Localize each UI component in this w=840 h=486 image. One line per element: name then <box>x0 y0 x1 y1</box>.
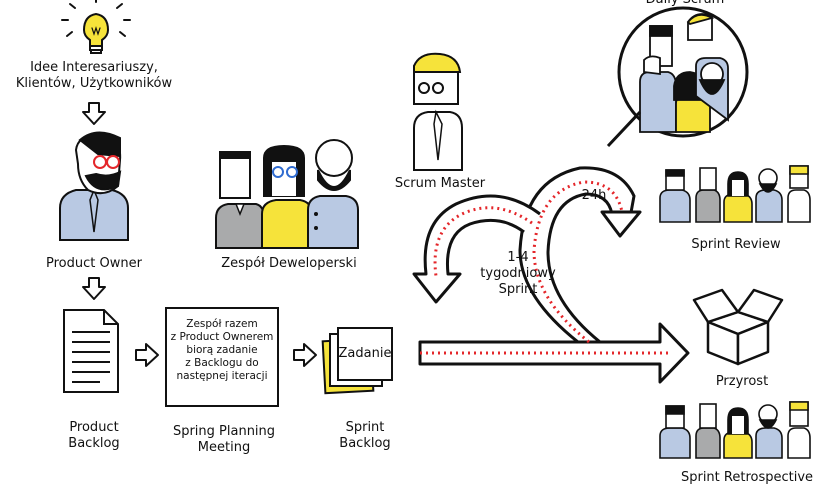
box-icon <box>692 288 784 366</box>
dev-team-label: Zespół Deweloperski <box>221 256 357 271</box>
ideas-line2: Klientów, Użytkowników <box>15 76 173 91</box>
sprint-length-line3: Sprint <box>498 282 538 297</box>
24h-label: 24h <box>581 188 607 203</box>
task-card-stack <box>321 327 393 395</box>
planning-line2: z Product Ownerem <box>170 331 274 343</box>
planning-meeting-label: Spring Planning Meeting <box>162 424 286 456</box>
sprint-length-label: 1-4 tygodniowy Sprint <box>462 250 574 298</box>
sprint-backlog-line1: Sprint <box>345 420 385 435</box>
planning-box-text: Zespół razem z Product Ownerem biorą zad… <box>168 318 276 383</box>
sprint-length-line2: tygodniowy <box>480 266 556 281</box>
scrum-master-label: Scrum Master <box>394 176 486 191</box>
arrow-down-icon <box>82 277 106 300</box>
product-backlog-line2: Backlog <box>68 436 120 451</box>
product-backlog-label: Product Backlog <box>44 420 144 452</box>
planning-line5: następnej iteracji <box>176 370 268 382</box>
sprint-review-group <box>659 165 811 223</box>
arrow-down-icon <box>82 102 106 125</box>
scrum-master-figure <box>413 52 463 171</box>
planning-line4: z Backlogu do <box>185 357 259 369</box>
sprint-backlog-label: Sprint Backlog <box>320 420 410 452</box>
task-card-label: Zadanie <box>338 346 392 361</box>
planning-meeting-line2: Meeting <box>197 440 251 455</box>
daily-scrum-group <box>639 13 729 133</box>
developer-figure <box>307 139 359 249</box>
planning-line3: biorą zadanie <box>186 344 258 356</box>
product-owner-label: Product Owner <box>46 256 142 271</box>
product-owner-figure <box>59 131 129 241</box>
planning-meeting-line1: Spring Planning <box>172 424 276 439</box>
sprint-loop-arrow <box>412 166 690 384</box>
planning-line1: Zespół razem <box>186 318 258 330</box>
ideas-line1: Idee Interesariuszy, <box>30 60 158 75</box>
connector-line <box>606 110 642 148</box>
increment-label: Przyrost <box>715 374 769 389</box>
sprint-retrospective-group <box>659 401 811 459</box>
planning-box <box>165 307 279 407</box>
lightbulb-icon <box>61 0 131 54</box>
sprint-review-label: Sprint Review <box>691 237 781 252</box>
product-backlog-line1: Product <box>69 420 119 435</box>
sprint-length-line1: 1-4 <box>507 250 529 265</box>
developer-figure <box>261 144 313 249</box>
document-icon <box>63 309 119 393</box>
daily-scrum-label: Daily Scrum <box>640 0 730 8</box>
arrow-right-icon <box>135 343 159 367</box>
arrow-right-icon <box>293 343 317 367</box>
ideas-label: Idee Interesariuszy, Klientów, Użytkowni… <box>0 60 188 92</box>
developer-figure <box>215 151 265 249</box>
sprint-backlog-line2: Backlog <box>339 436 391 451</box>
sprint-retrospective-label: Sprint Retrospective <box>680 470 814 485</box>
